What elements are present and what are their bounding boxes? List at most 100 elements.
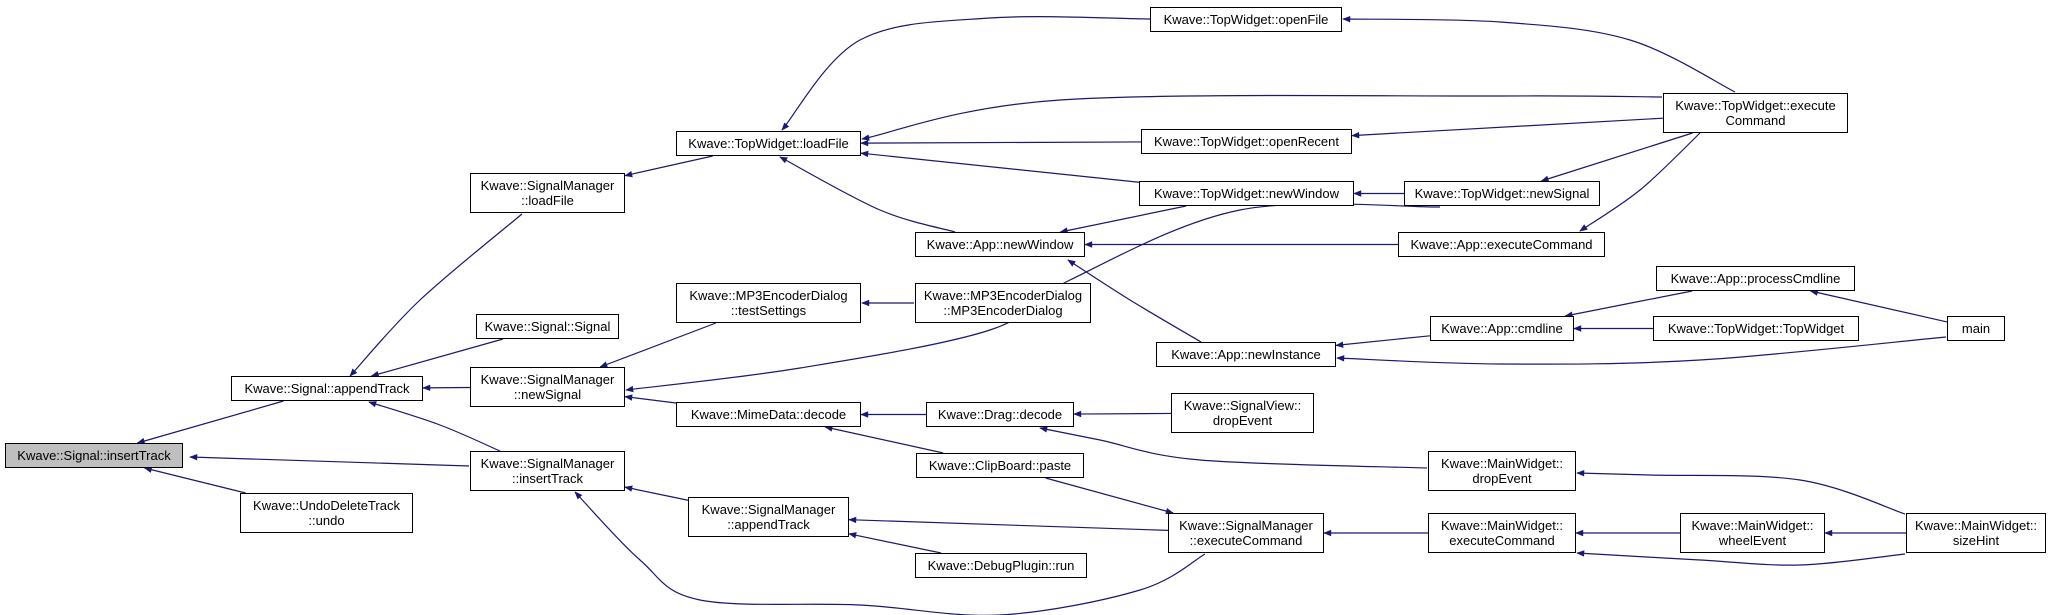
call-edge-twNewWindow-to-appNewWindow — [1059, 205, 1187, 234]
node-label-line: Kwave::ClipBoard::paste — [928, 458, 1072, 473]
node-app-proc-cmd[interactable]: Kwave::App::processCmdline — [1656, 266, 1855, 291]
node-label-line: ::testSettings — [730, 303, 807, 318]
call-edge-smInsertTrack-to-appendTrack — [368, 401, 501, 452]
node-label-line: Kwave::App::newInstance — [1171, 347, 1321, 362]
call-edge-debugRun-to-smAppendTrack — [848, 532, 942, 554]
node-label-line: Kwave::Signal::appendTrack — [244, 381, 410, 396]
node-label-line: Kwave::MimeData::decode — [690, 407, 847, 422]
node-append-track[interactable]: Kwave::Signal::appendTrack — [231, 376, 423, 401]
node-mw-drop-event[interactable]: Kwave::MainWidget::dropEvent — [1428, 451, 1576, 491]
node-app-exec-cmd[interactable]: Kwave::App::executeCommand — [1398, 232, 1605, 257]
call-edge-twOpenRecent-to-twLoadFile — [860, 139, 1142, 147]
node-label-line: Kwave::MP3EncoderDialog — [689, 288, 848, 303]
node-app-new-window[interactable]: Kwave::App::newWindow — [915, 232, 1085, 257]
node-label-line: Kwave::App::newWindow — [926, 237, 1074, 252]
node-label-line: Kwave::MainWidget:: — [1440, 518, 1564, 533]
node-label-line: main — [1961, 321, 1991, 336]
call-edge-twExecCmd-to-twOpenRecent — [1351, 117, 1664, 139]
call-edge-appNewInstance-to-appNewWindow — [1067, 259, 1202, 343]
node-label-line: Kwave::SignalManager — [480, 178, 615, 193]
node-label-line: ::loadFile — [521, 193, 574, 208]
node-mp3-test[interactable]: Kwave::MP3EncoderDialog::testSettings — [676, 283, 861, 323]
node-label-line: Kwave::Signal::Signal — [484, 319, 611, 334]
node-sm-exec-cmd[interactable]: Kwave::SignalManager::executeCommand — [1168, 513, 1324, 553]
node-label-line: Kwave::SignalManager — [480, 372, 615, 387]
node-label-line: Kwave::TopWidget::openFile — [1163, 12, 1329, 27]
node-debug-run[interactable]: Kwave::DebugPlugin::run — [915, 553, 1087, 578]
call-edge-twExecCmd-to-twNewSignal — [1540, 132, 1693, 182]
node-mw-wheel[interactable]: Kwave::MainWidget::wheelEvent — [1680, 513, 1825, 553]
node-label-line: dropEvent — [1212, 413, 1273, 428]
call-edge-mimeDecode-to-smNewSignal — [624, 394, 677, 404]
node-label-line: Kwave::MainWidget:: — [1440, 456, 1564, 471]
node-drag-decode[interactable]: Kwave::Drag::decode — [926, 402, 1074, 427]
node-label-line: ::newSignal — [513, 387, 582, 402]
node-main[interactable]: main — [1947, 316, 2005, 341]
node-tw-new-window[interactable]: Kwave::TopWidget::newWindow — [1139, 181, 1354, 206]
call-edge-mwSizeHint-to-mwExecCmd — [1576, 550, 1906, 566]
call-edge-twExecCmd-to-appExecCmd — [1579, 132, 1701, 232]
node-sm-load-file[interactable]: Kwave::SignalManager::loadFile — [470, 173, 625, 213]
node-label-line: Kwave::SignalManager — [480, 456, 615, 471]
call-edge-svDropEvent-to-dragDecode — [1073, 410, 1172, 418]
node-sm-insert-track[interactable]: Kwave::SignalManager::insertTrack — [470, 451, 625, 491]
call-edge-smLoadFile-to-appendTrack — [349, 213, 523, 377]
node-label-line: Kwave::MP3EncoderDialog — [923, 288, 1083, 303]
node-mp3-ctor[interactable]: Kwave::MP3EncoderDialog::MP3EncoderDialo… — [915, 283, 1091, 323]
call-edge-smInsertTrack-to-insertTrack — [189, 454, 470, 467]
node-label-line: Kwave::Drag::decode — [937, 407, 1063, 422]
node-mw-exec-cmd[interactable]: Kwave::MainWidget::executeCommand — [1428, 513, 1576, 553]
node-tw-load-file[interactable]: Kwave::TopWidget::loadFile — [676, 131, 861, 156]
node-clip-paste[interactable]: Kwave::ClipBoard::paste — [916, 453, 1084, 478]
node-undo-delete[interactable]: Kwave::UndoDeleteTrack::undo — [240, 493, 413, 533]
node-label-line: Kwave::App::cmdline — [1441, 321, 1563, 336]
call-edge-mp3Test-to-smNewSignal — [599, 322, 717, 368]
call-edge-main-to-appProcCmd — [1809, 289, 1948, 323]
call-edge-smExecCmd-to-smAppendTrack — [848, 516, 1169, 531]
node-label-line: Kwave::TopWidget::loadFile — [688, 136, 849, 151]
node-tw-open-recent[interactable]: Kwave::TopWidget::openRecent — [1141, 129, 1352, 154]
node-sv-drop-event[interactable]: Kwave::SignalView::dropEvent — [1171, 393, 1314, 433]
focus-node-insert-track: Kwave::Signal::insertTrack — [5, 443, 183, 468]
node-tw-top-widget[interactable]: Kwave::TopWidget::TopWidget — [1653, 316, 1859, 341]
node-mime-decode[interactable]: Kwave::MimeData::decode — [676, 402, 861, 427]
call-edge-undoDelete-to-insertTrack — [143, 466, 246, 494]
node-label-line: Kwave::SignalView:: — [1183, 398, 1302, 413]
node-tw-new-signal[interactable]: Kwave::TopWidget::newSignal — [1404, 181, 1600, 206]
node-label-line: Kwave::Signal::insertTrack — [17, 448, 171, 463]
node-label-line: Kwave::SignalManager — [701, 502, 836, 517]
call-edge-twExecCmd-to-twOpenFile — [1342, 15, 1736, 93]
call-edge-twExecCmd-to-twLoadFile — [861, 94, 1663, 141]
call-edge-clipPaste-to-mimeDecode — [824, 425, 944, 454]
node-label-line: Kwave::MainWidget:: — [1914, 518, 2038, 533]
node-label-line: ::MP3EncoderDialog — [943, 303, 1063, 318]
call-edge-appendTrack-to-insertTrack — [136, 400, 284, 445]
node-label-line: Kwave::UndoDeleteTrack — [253, 498, 400, 513]
node-sm-append-track[interactable]: Kwave::SignalManager::appendTrack — [688, 497, 849, 537]
call-edge-sigSignal-to-appendTrack — [370, 338, 504, 378]
node-mw-size-hint[interactable]: Kwave::MainWidget::sizeHint — [1906, 513, 2046, 553]
call-edge-twOpenFile-to-twLoadFile — [781, 16, 1151, 131]
node-label-line: Kwave::TopWidget::newSignal — [1414, 186, 1590, 201]
node-app-cmdline[interactable]: Kwave::App::cmdline — [1430, 316, 1574, 341]
node-label-line: Kwave::TopWidget::execute — [1675, 98, 1836, 113]
node-label-line: Kwave::MainWidget:: — [1691, 518, 1814, 533]
node-sm-new-signal[interactable]: Kwave::SignalManager::newSignal — [470, 367, 625, 407]
call-edge-appProcCmd-to-appCmdline — [1564, 290, 1693, 318]
call-edge-smAppendTrack-to-smInsertTrack — [624, 485, 689, 501]
call-edge-twNewWindow-to-twLoadFile — [860, 150, 1140, 183]
node-label-line: Kwave::TopWidget::TopWidget — [1667, 321, 1845, 336]
node-label-line: Kwave::TopWidget::newWindow — [1154, 186, 1339, 201]
call-edge-main-to-appNewInstance — [1336, 336, 1947, 365]
call-edge-smExecCmd-to-smInsertTrack — [574, 491, 1206, 615]
node-label-line: ::appendTrack — [727, 517, 810, 532]
node-sig-signal[interactable]: Kwave::Signal::Signal — [476, 314, 619, 339]
node-label-line: Kwave::App::processCmdline — [1670, 271, 1841, 286]
node-tw-open-file[interactable]: Kwave::TopWidget::openFile — [1150, 7, 1342, 32]
node-label-line: Kwave::DebugPlugin::run — [927, 558, 1075, 573]
node-app-new-instance[interactable]: Kwave::App::newInstance — [1156, 342, 1336, 367]
node-label-line: wheelEvent — [1718, 533, 1787, 548]
node-label-line: Kwave::SignalManager — [1179, 518, 1313, 533]
node-label-line: ::executeCommand — [1189, 533, 1303, 548]
